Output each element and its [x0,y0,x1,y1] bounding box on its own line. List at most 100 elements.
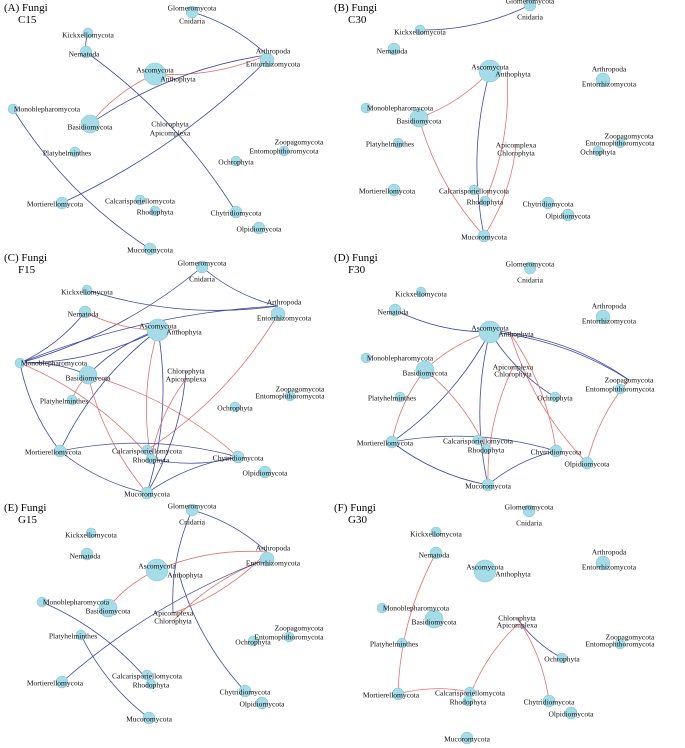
node-mortierellomycota[interactable] [55,196,69,210]
node-calcarisporiellomycota[interactable] [141,444,153,456]
node-entorrhizomycota[interactable] [270,306,286,322]
node-chytridiomycota[interactable] [541,196,555,210]
node-ochrophyta[interactable] [556,652,568,664]
node-calcarisporiellomycota[interactable] [472,434,484,446]
node-monoblepharomycota[interactable] [376,602,388,614]
node-kickxellomycota[interactable] [414,24,426,36]
node-mucoromycota[interactable] [481,478,495,492]
node-nematoda[interactable] [388,303,402,317]
node-rhodophyta[interactable] [149,205,161,217]
node-olpidiomycota[interactable] [258,465,272,479]
node-mucoromycota[interactable] [477,229,491,243]
node-ascomycota[interactable] [143,62,167,86]
node-chytridiomycota[interactable] [231,450,245,464]
node-chytridiomycota[interactable] [549,444,563,458]
node-calcarisporiellomycota[interactable] [468,184,480,196]
node-basidiomycota[interactable] [78,365,98,385]
node-kickxellomycota[interactable] [85,527,97,539]
node-entomophthoromycota[interactable] [278,145,290,157]
node-mucoromycota[interactable] [140,486,154,500]
node-monoblepharomycota[interactable] [360,102,372,114]
node-glomeromycota[interactable] [523,261,537,275]
node-glomeromycota[interactable] [195,260,209,274]
node-platyhelminthes[interactable] [66,394,78,406]
node-nematoda[interactable] [78,305,92,319]
node-basidiomycota[interactable] [80,114,100,134]
node-ochrophyta[interactable] [230,155,242,167]
node-rhodophyta[interactable] [145,453,157,465]
node-entomophthoromycota[interactable] [283,631,295,643]
node-ascomycota[interactable] [478,320,502,344]
node-nematoda[interactable] [80,547,94,561]
node-kickxellomycota[interactable] [415,286,427,298]
node-ochrophyta[interactable] [247,635,259,647]
node-ascomycota[interactable] [145,558,169,582]
node-chytridiomycota[interactable] [542,694,556,708]
node-olpidiomycota[interactable] [255,696,269,710]
node-mortierellomycota[interactable] [385,435,399,449]
node-basidiomycota[interactable] [415,360,435,380]
node-basidiomycota[interactable] [424,609,444,629]
node-olpidiomycota[interactable] [564,706,578,720]
node-entomophthoromycota[interactable] [284,390,296,402]
node-glomeromycota[interactable] [522,504,536,518]
node-calcarisporiellomycota[interactable] [141,669,153,681]
node-mortierellomycota[interactable] [391,687,405,701]
node-monoblepharomycota[interactable] [14,357,26,369]
node-mucoromycota[interactable] [143,242,157,256]
node-entorrhizomycota[interactable] [595,309,611,325]
node-glomeromycota[interactable] [523,0,537,12]
node-rhodophyta[interactable] [462,695,474,707]
label-platyhelminthes: Platyhelminthes [368,394,416,403]
node-monoblepharomycota[interactable] [36,596,48,608]
node-olpidiomycota[interactable] [252,221,266,235]
node-ascomycota[interactable] [478,59,502,83]
node-ochrophyta[interactable] [592,145,604,157]
node-rhodophyta[interactable] [480,443,492,455]
node-basidiomycota[interactable] [98,598,118,618]
node-olpidiomycota[interactable] [561,208,575,222]
node-nematoda[interactable] [387,42,401,56]
node-chytridiomycota[interactable] [229,205,243,219]
node-ochrophyta[interactable] [549,391,561,403]
node-kickxellomycota[interactable] [82,27,94,39]
label-chytridiomycota: Chytridiomycota [531,448,582,457]
node-rhodophyta[interactable] [145,678,157,690]
node-platyhelminthes[interactable] [69,146,81,158]
node-mucoromycota[interactable] [142,711,156,725]
node-entomophthoromycota[interactable] [614,137,626,149]
node-mortierellomycota[interactable] [53,444,67,458]
node-entomophthoromycota[interactable] [614,383,626,395]
node-entorrhizomycota[interactable] [595,72,611,88]
node-platyhelminthes[interactable] [75,629,87,641]
node-calcarisporiellomycota[interactable] [134,194,146,206]
node-mucoromycota[interactable] [460,731,474,745]
label-ochrophyta: Ochrophyta [218,158,254,167]
edge-basidiomycota-mortierellomycota [391,369,426,443]
node-entorrhizomycota[interactable] [595,555,611,571]
node-chytridiomycota[interactable] [238,684,252,698]
node-rhodophyta[interactable] [479,195,491,207]
node-monoblepharomycota[interactable] [360,352,372,364]
node-entorrhizomycota[interactable] [259,551,275,567]
node-mortierellomycota[interactable] [55,675,69,689]
node-olpidiomycota[interactable] [580,456,594,470]
node-nematoda[interactable] [429,546,443,560]
node-entomophthoromycota[interactable] [614,638,626,650]
node-ascomycota[interactable] [473,559,497,583]
node-kickxellomycota[interactable] [430,526,442,538]
node-basidiomycota[interactable] [409,108,429,128]
node-platyhelminthes[interactable] [396,637,408,649]
panel-f: (F) FungiG30GlomeromycotaCnidariaKickxel… [334,502,655,745]
node-nematoda[interactable] [79,45,93,59]
node-platyhelminthes[interactable] [394,391,406,403]
node-mortierellomycota[interactable] [387,183,401,197]
node-glomeromycota[interactable] [185,5,199,19]
node-kickxellomycota[interactable] [81,284,93,296]
node-monoblepharomycota[interactable] [7,103,19,115]
node-entorrhizomycota[interactable] [259,52,275,68]
node-platyhelminthes[interactable] [392,137,404,149]
node-glomeromycota[interactable] [185,503,199,517]
node-ochrophyta[interactable] [229,401,241,413]
node-ascomycota[interactable] [146,318,170,342]
